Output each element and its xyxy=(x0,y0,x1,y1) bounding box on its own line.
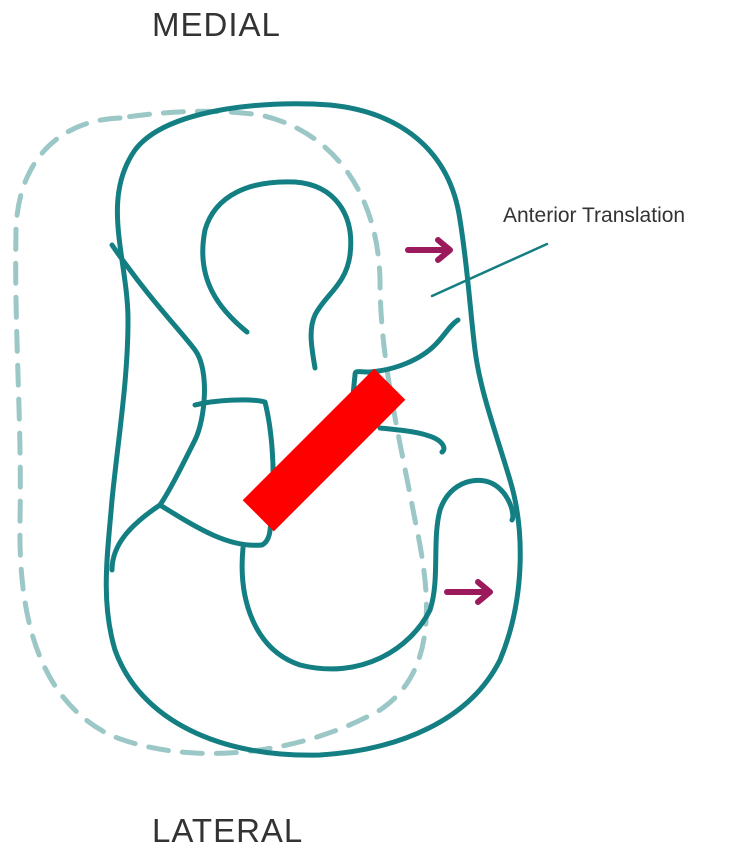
right-inner-stroke-lower xyxy=(380,428,444,452)
lower-left-bulge xyxy=(112,505,160,570)
right-inner-stroke-upper xyxy=(355,320,458,375)
translated-outline xyxy=(106,104,520,755)
translation-arrow-upper xyxy=(408,240,450,260)
inner-upper-lobe xyxy=(203,182,351,368)
red-marker-bar xyxy=(243,369,406,532)
translation-arrow-lower xyxy=(447,582,490,602)
